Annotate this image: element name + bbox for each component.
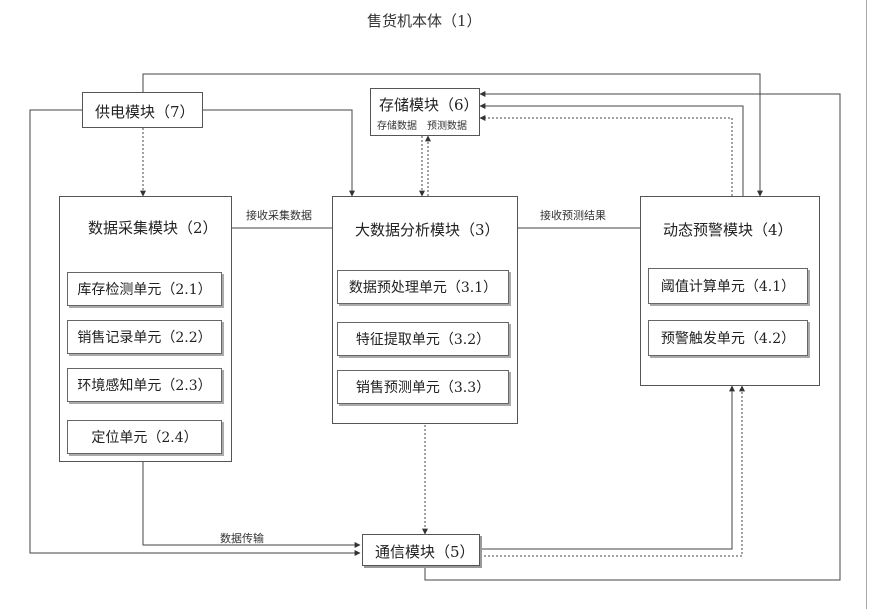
storage-module-label: 存储模块（6） — [379, 94, 479, 115]
edge-label-data-transfer: 数据传输 — [220, 530, 264, 546]
warning-unit-trigger: 预警触发单元（4.2） — [648, 320, 808, 356]
edge-label-collect-analysis: 接收采集数据 — [246, 207, 312, 223]
collect-unit-inventory: 库存检测单元（2.1） — [67, 272, 222, 306]
edge-label-analysis-warning: 接收预测结果 — [540, 207, 606, 223]
analysis-unit-preprocess: 数据预处理单元（3.1） — [337, 270, 509, 304]
analysis-module-label: 大数据分析模块（3） — [355, 219, 500, 240]
analysis-unit-forecast: 销售预测单元（3.3） — [337, 370, 509, 404]
power-module-label: 供电模块（7） — [95, 101, 195, 122]
analysis-unit-feature: 特征提取单元（3.2） — [337, 322, 509, 356]
storage-note-a: 存储数据 — [377, 117, 417, 132]
warning-unit-threshold: 阈值计算单元（4.1） — [648, 268, 808, 304]
comm-module-label: 通信模块（5） — [375, 541, 475, 562]
warning-module-label: 动态预警模块（4） — [663, 219, 793, 240]
comm-module: 通信模块（5） — [362, 534, 480, 566]
collect-unit-environment: 环境感知单元（2.3） — [67, 368, 222, 402]
collect-unit-sales-record: 销售记录单元（2.2） — [67, 320, 222, 354]
storage-module: 存储模块（6） 存储数据 预测数据 — [370, 88, 480, 136]
collect-module-label: 数据采集模块（2） — [88, 217, 218, 238]
storage-note-b: 预测数据 — [427, 117, 467, 132]
power-module: 供电模块（7） — [82, 92, 203, 128]
collect-unit-location: 定位单元（2.4） — [67, 420, 222, 454]
